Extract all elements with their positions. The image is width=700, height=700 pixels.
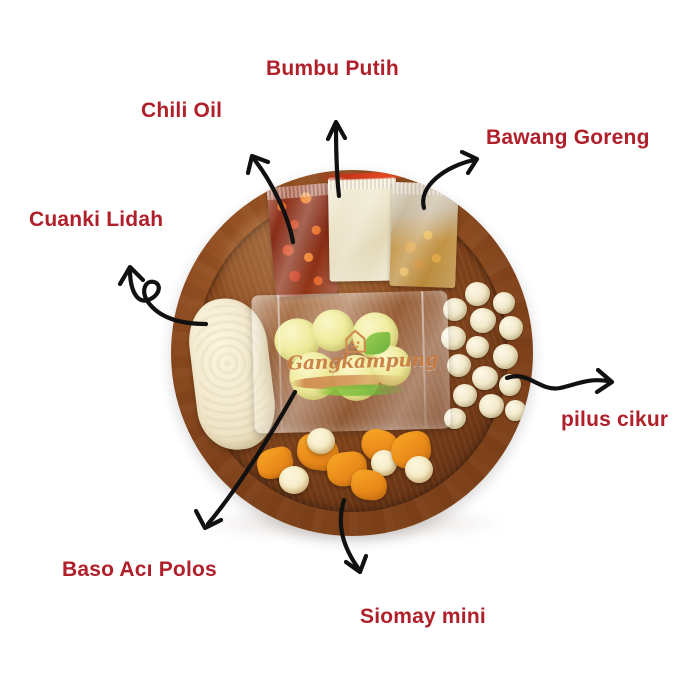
label-cuanki-lidah: Cuanki Lidah: [29, 208, 164, 231]
sachet-seal-strip: [392, 181, 459, 197]
pilus-ball: [447, 354, 471, 377]
bawang-goreng-sachet: [389, 181, 459, 289]
siomay-mini-pieces: [254, 425, 461, 510]
pilus-ball: [479, 394, 504, 418]
sachet-film-gloss: [266, 182, 338, 298]
label-chili-oil: Chili Oil: [141, 99, 223, 122]
sachet-film-gloss: [327, 176, 398, 282]
sachet-film-gloss: [389, 181, 459, 289]
label-pilus-cikur: pilus cikur: [561, 408, 669, 431]
brand-logo: Gangkampung: [286, 327, 439, 397]
pilus-ball: [465, 282, 490, 306]
seasoning-sachet-row: [266, 170, 463, 301]
siomay-piece: [307, 428, 335, 454]
baso-aci-pouch: Gangkampung: [251, 290, 451, 434]
pilus-ball: [472, 366, 498, 390]
pilus-ball: [493, 292, 515, 314]
wooden-plate: Gangkampung: [171, 170, 533, 536]
label-siomay-mini: Siomay mini: [360, 605, 486, 628]
label-bawang-goreng: Bawang Goreng: [486, 126, 650, 149]
pilus-ball: [505, 400, 526, 421]
plate-rim: Gangkampung: [171, 170, 533, 536]
pilus-ball: [466, 336, 489, 358]
label-bumbu-putih: Bumbu Putih: [266, 57, 399, 80]
pilus-ball: [499, 374, 521, 396]
pilus-cikur-cluster: [439, 282, 533, 432]
pilus-ball: [453, 384, 477, 407]
label-baso-aci-polos: Baso Acı Polos: [62, 558, 217, 581]
house-icon: [344, 329, 367, 354]
pilus-ball: [493, 344, 518, 369]
chili-oil-sachet: [266, 182, 338, 298]
pilus-ball: [443, 298, 467, 321]
siomay-piece: [279, 466, 309, 494]
bumbu-putih-sachet: [327, 176, 398, 282]
pilus-ball: [470, 308, 496, 333]
siomay-piece: [405, 456, 433, 483]
brand-name: Gangkampung: [286, 348, 439, 375]
pilus-ball: [444, 408, 466, 429]
pilus-ball: [441, 326, 466, 350]
pilus-ball: [499, 316, 523, 340]
